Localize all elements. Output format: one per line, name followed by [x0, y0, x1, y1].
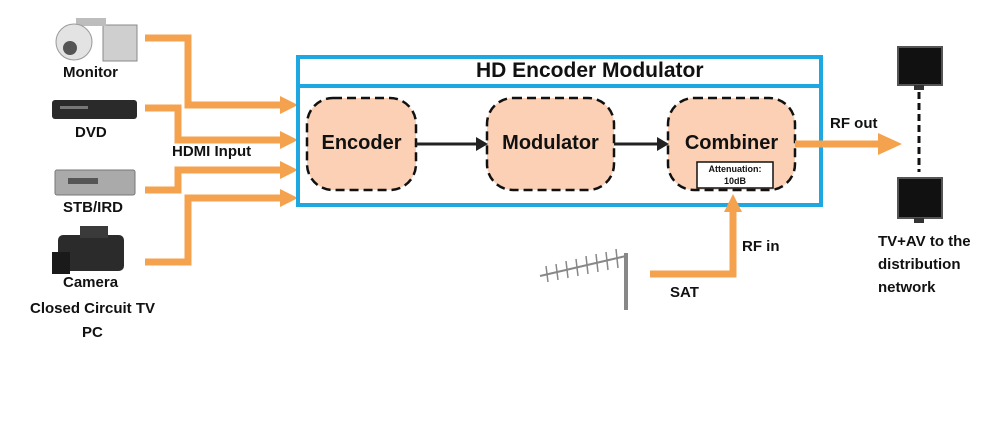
combiner-label: Combiner: [684, 132, 779, 154]
chain-arrows: [416, 137, 669, 151]
tv-bottom-icon: [897, 177, 943, 223]
source-label-cctv: Closed Circuit TV: [30, 300, 156, 317]
arrowhead: [280, 161, 298, 179]
arrowhead: [280, 131, 298, 149]
input-arrows: [145, 34, 282, 266]
frame-title: HD Encoder Modulator: [476, 59, 704, 82]
arrowhead: [280, 189, 298, 207]
camera-arrow: [145, 194, 282, 266]
frame-title-bar: [296, 55, 823, 88]
source-label-stb: STB/IRD: [63, 199, 123, 216]
rf-out-label: RF out: [830, 115, 878, 132]
modulator-label: Modulator: [502, 132, 599, 154]
modulator-block: [485, 96, 616, 192]
arrowhead: [657, 137, 669, 151]
source-label-dvd: DVD: [75, 124, 107, 141]
set-top-box-icon: [54, 169, 136, 196]
attenuation-label: Attenuation:: [708, 164, 762, 174]
stb-arrow: [145, 166, 282, 194]
output-label-line2: distribution: [878, 256, 961, 273]
attenuation-box: [696, 161, 774, 189]
dvd-arrow: [145, 104, 282, 144]
source-label-monitor: Monitor: [63, 64, 118, 81]
rf-in-line: [650, 212, 737, 278]
arrowhead: [280, 96, 298, 114]
output-label-line3: network: [878, 279, 936, 296]
source-label-pc: PC: [82, 324, 103, 341]
rf-in-label: RF in: [742, 238, 780, 255]
attenuation-value: 10dB: [723, 176, 746, 186]
dvd-player-icon: [52, 100, 137, 119]
rf-in-arrowhead: [724, 194, 742, 212]
sat-label: SAT: [670, 284, 699, 301]
encoder-label: Encoder: [321, 132, 402, 154]
output-label-line1: TV+AV to the: [878, 233, 971, 250]
arrowhead: [476, 137, 488, 151]
tv-top-icon: [897, 46, 943, 90]
hdmi-input-label: HDMI Input: [172, 143, 252, 160]
input-arrowheads: [280, 96, 298, 207]
camcorder-icon: [52, 226, 124, 274]
rf-out-arrowhead: [878, 133, 902, 155]
monitor-arrow: [145, 34, 282, 109]
yagi-antenna-icon: [539, 248, 628, 310]
security-camera-icon: [55, 18, 138, 62]
source-label-camera: Camera: [63, 274, 119, 291]
